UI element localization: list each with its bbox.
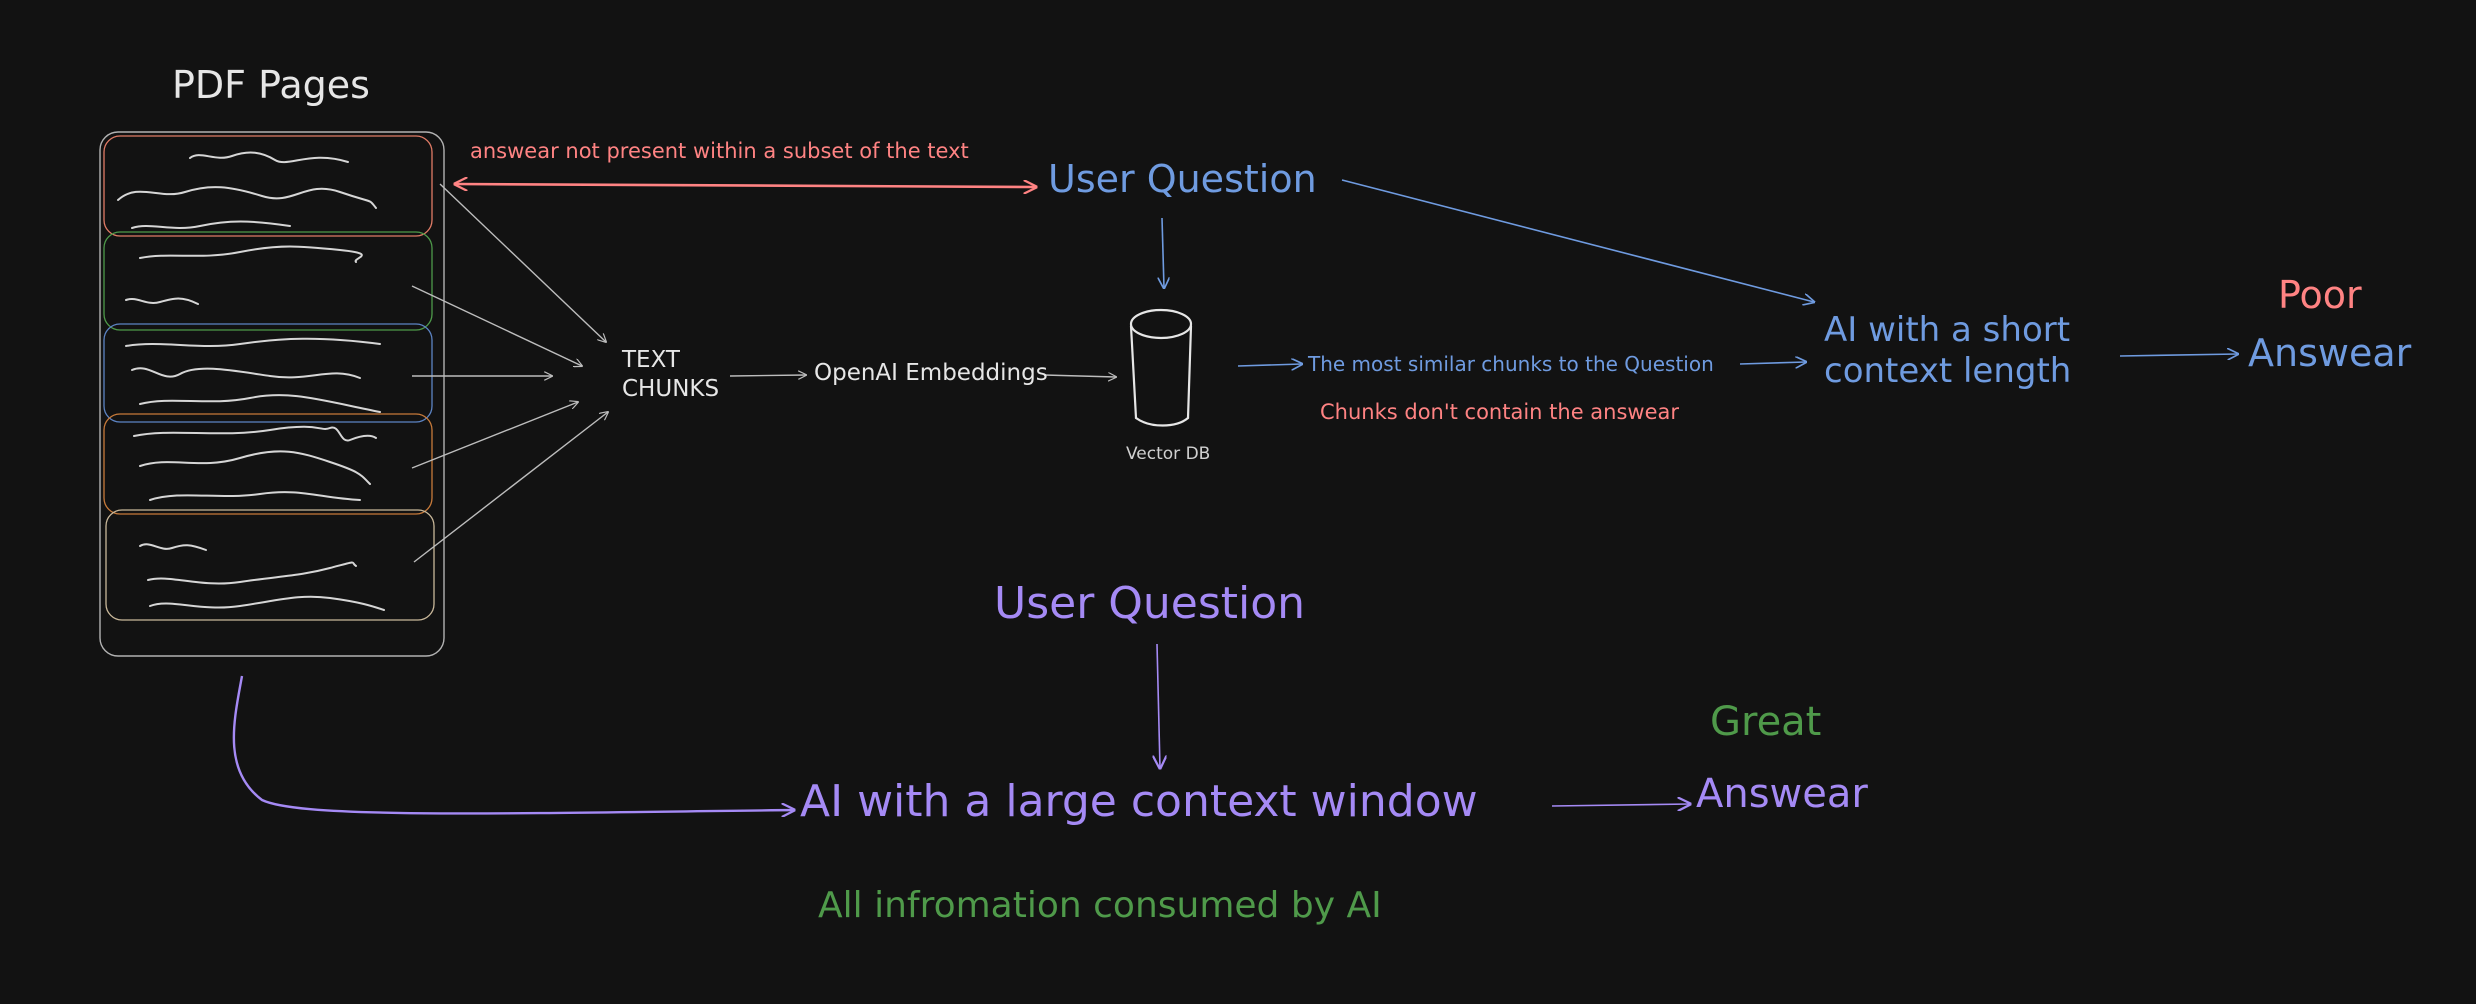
ai-short-line-2: context length bbox=[1824, 351, 2072, 392]
pages-to-chunks-arrows bbox=[411, 183, 608, 563]
top-user-question: User Question bbox=[1048, 157, 1317, 201]
pdf-page-2 bbox=[103, 231, 433, 331]
vector-db-cylinder-icon bbox=[1129, 308, 1193, 427]
pdf-container bbox=[99, 131, 445, 657]
pdf-page-4 bbox=[103, 413, 433, 515]
chunks-to-embeddings-arrow bbox=[729, 375, 806, 376]
great-answer-label: Answear bbox=[1696, 771, 1868, 817]
embeddings-to-vectordb-arrow bbox=[1043, 375, 1116, 377]
great-label: Great bbox=[1710, 699, 1822, 745]
openai-embeddings-label: OpenAI Embeddings bbox=[814, 360, 1048, 386]
vector-db-label: Vector DB bbox=[1126, 444, 1211, 464]
page4-to-chunks-arrow bbox=[411, 402, 578, 469]
question-to-ai-large-arrow bbox=[1157, 643, 1160, 768]
poor-answer-label: Answear bbox=[2248, 331, 2412, 375]
poor-label: Poor bbox=[2278, 273, 2362, 317]
ai-large-context-label: AI with a large context window bbox=[800, 776, 1478, 827]
page2-to-chunks-arrow bbox=[411, 285, 582, 366]
similar-to-ai-short-arrow bbox=[1739, 362, 1806, 364]
bottom-user-question: User Question bbox=[994, 578, 1306, 629]
pdf-pages-title: PDF Pages bbox=[172, 63, 370, 107]
all-consumed-note: All infromation consumed by AI bbox=[818, 885, 1382, 926]
pdf-page-1 bbox=[103, 135, 433, 237]
ai-short-line-1: AI with a short bbox=[1824, 310, 2071, 350]
page1-to-chunks-arrow bbox=[439, 183, 606, 342]
chunks-missing-note: Chunks don't contain the answear bbox=[1320, 400, 1680, 424]
question-to-ai-short-arrow bbox=[1341, 179, 1814, 302]
ai-short-context-label: AI with a short context length bbox=[1824, 310, 2071, 393]
text-chunks-line-1: TEXT bbox=[622, 347, 680, 373]
ai-short-to-poor-arrow bbox=[2119, 354, 2238, 356]
similar-chunks-label: The most similar chunks to the Question bbox=[1308, 352, 1714, 376]
pdf-page-3 bbox=[103, 323, 433, 423]
text-chunks-label: TEXT CHUNKS bbox=[622, 346, 719, 404]
pdf-page-5 bbox=[105, 509, 435, 621]
vectordb-to-similar-arrow bbox=[1237, 364, 1302, 366]
page5-to-chunks-arrow bbox=[413, 412, 608, 563]
text-chunks-line-2: CHUNKS bbox=[622, 375, 720, 402]
ai-large-to-great-arrow bbox=[1551, 804, 1690, 806]
not-present-double-arrow bbox=[455, 184, 1036, 187]
answer-not-present-note: answear not present within a subset of t… bbox=[470, 139, 969, 163]
question-to-vectordb-arrow bbox=[1162, 217, 1164, 288]
pdf-to-ai-large-arrow bbox=[232, 675, 794, 813]
